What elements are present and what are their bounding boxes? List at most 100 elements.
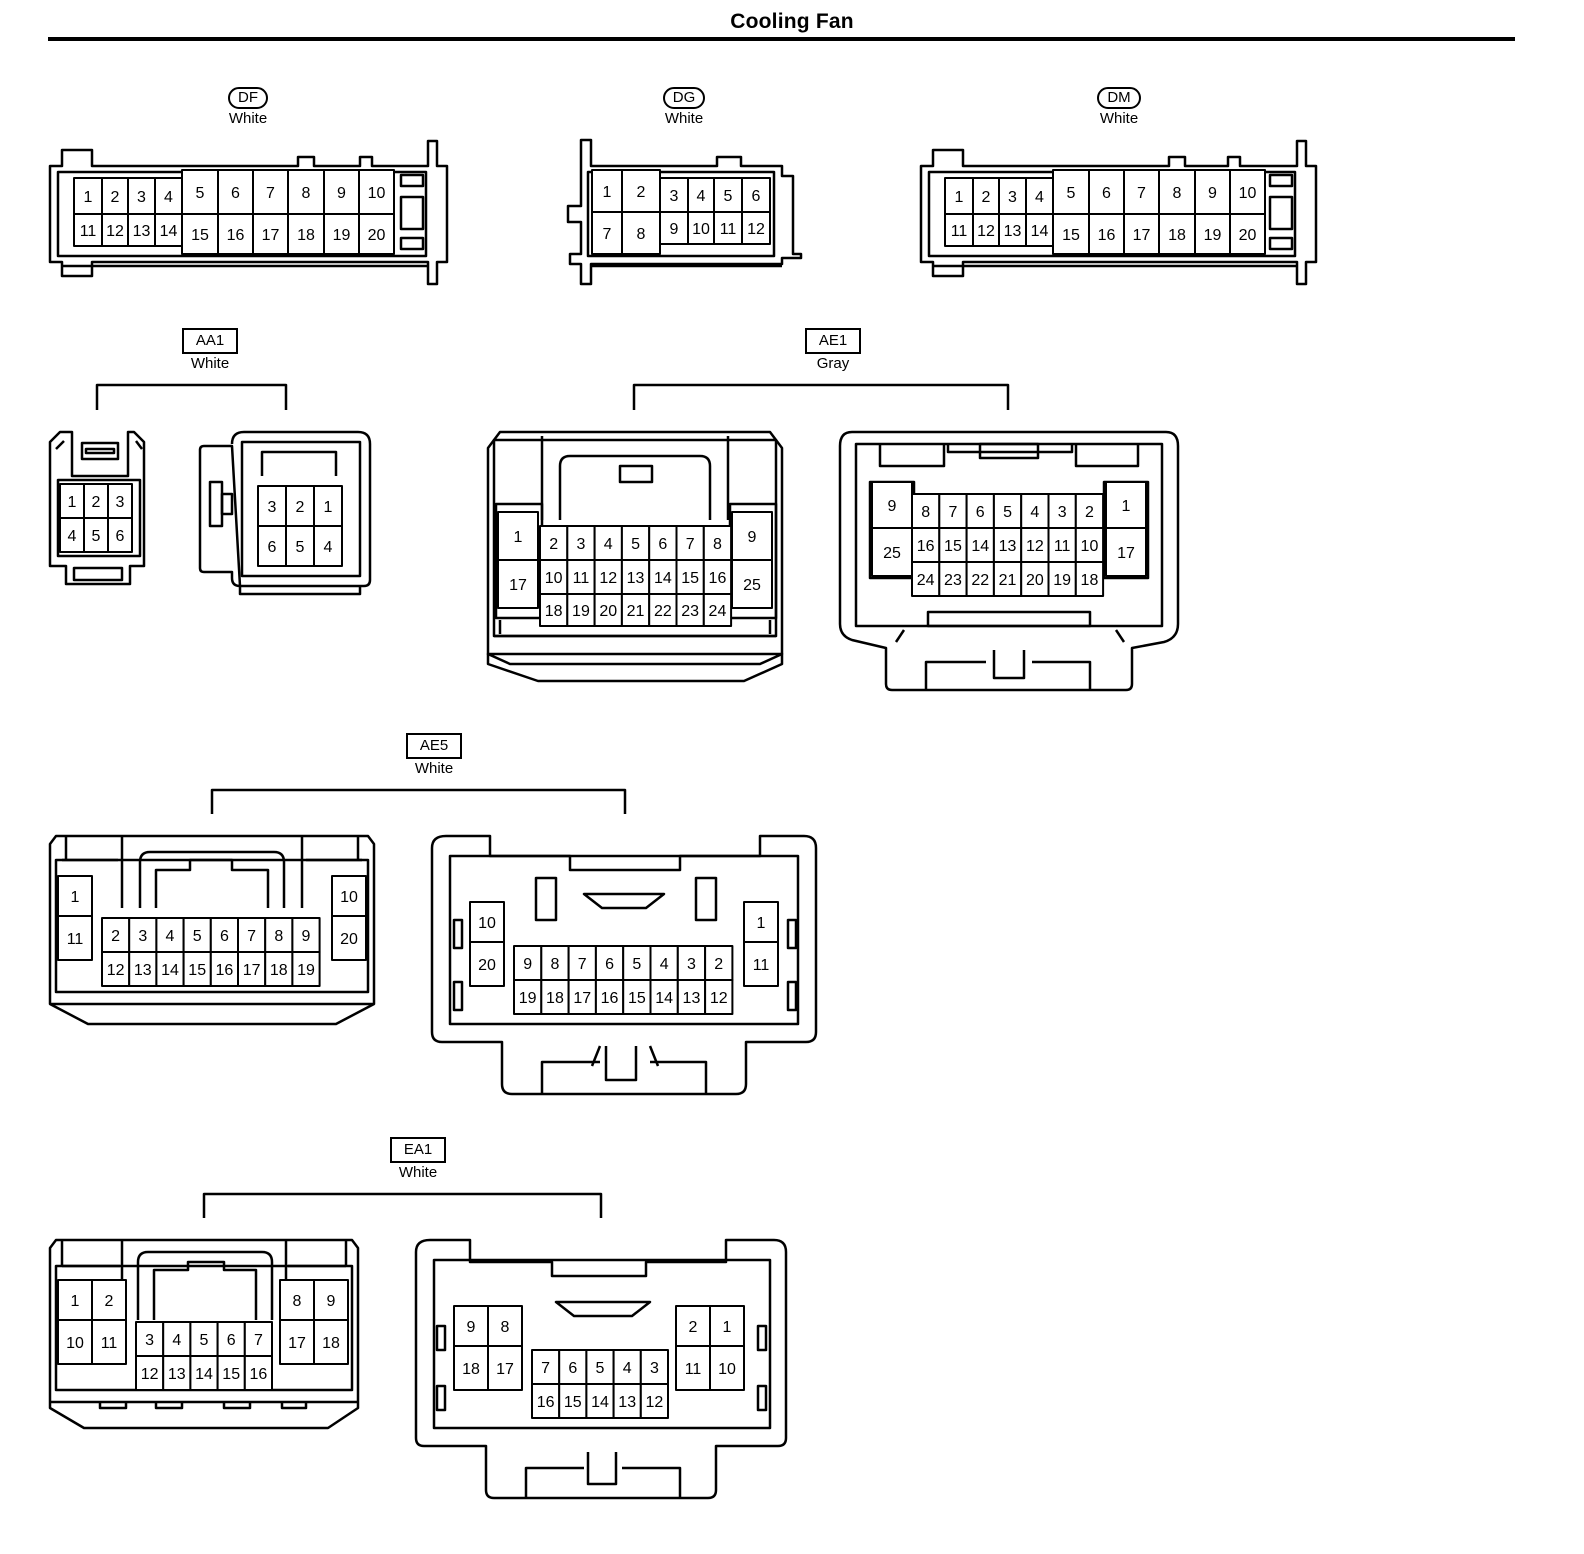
- ae1-female-pin-6: 6: [648, 525, 678, 561]
- ae5-male-pin-5: 5: [622, 945, 652, 981]
- ae5-female-pin-13: 13: [128, 951, 158, 987]
- ae5-female-pin-7: 7: [237, 917, 267, 953]
- svg-text:7: 7: [541, 1360, 550, 1377]
- svg-text:1: 1: [1122, 498, 1131, 515]
- svg-text:11: 11: [951, 223, 968, 240]
- svg-text:19: 19: [1053, 572, 1071, 589]
- ae1-male-pin-18: 18: [1074, 561, 1105, 597]
- svg-text:16: 16: [227, 227, 245, 244]
- ea1-male-pin-9: 9: [453, 1305, 489, 1347]
- df-pin-15: 15: [181, 213, 219, 255]
- ae1-male-pin-21: 21: [992, 561, 1023, 597]
- df-pin-14: 14: [154, 213, 183, 247]
- svg-text:4: 4: [604, 536, 613, 553]
- svg-text:2: 2: [105, 1293, 114, 1310]
- svg-text:18: 18: [1081, 572, 1099, 589]
- ae1-female-pin-13: 13: [620, 559, 651, 595]
- ae5-male-pin-14: 14: [649, 979, 679, 1015]
- header-aa1: AA1 White: [170, 328, 250, 372]
- bracket-aa1: [95, 383, 288, 410]
- svg-text:17: 17: [1117, 545, 1135, 562]
- svg-text:5: 5: [193, 928, 202, 945]
- svg-text:5: 5: [296, 539, 305, 556]
- ae5-male-pin-10: 10: [469, 901, 505, 943]
- svg-text:16: 16: [601, 990, 619, 1007]
- dg-pin-6: 6: [741, 177, 771, 213]
- svg-text:6: 6: [1102, 185, 1111, 202]
- ae1-male-pin-13: 13: [992, 527, 1023, 563]
- connector-code-dg: DG: [662, 87, 706, 109]
- ea1-female-pin-1: 1: [57, 1279, 93, 1321]
- svg-text:6: 6: [976, 504, 985, 521]
- svg-text:3: 3: [268, 499, 277, 516]
- header-ea1: EA1 White: [378, 1137, 458, 1181]
- aa1-female-pin-2: 2: [285, 485, 315, 527]
- ea1-male-pin-8: 8: [487, 1305, 523, 1347]
- svg-text:4: 4: [68, 528, 77, 545]
- svg-text:21: 21: [999, 572, 1017, 589]
- ea1-female-pin-11: 11: [91, 1319, 127, 1365]
- svg-text:12: 12: [710, 990, 728, 1007]
- svg-text:3: 3: [576, 536, 585, 553]
- svg-text:13: 13: [1004, 223, 1022, 240]
- svg-text:3: 3: [145, 1332, 154, 1349]
- svg-text:14: 14: [591, 1394, 609, 1411]
- ae5-male-pin-4: 4: [649, 945, 679, 981]
- df-pin-11: 11: [73, 213, 103, 247]
- dm-pin-16: 16: [1088, 213, 1125, 255]
- svg-text:20: 20: [340, 931, 358, 948]
- svg-text:9: 9: [327, 1293, 336, 1310]
- dm-pin-11: 11: [944, 213, 974, 247]
- ea1-female-pin-4: 4: [162, 1321, 192, 1357]
- svg-text:15: 15: [191, 227, 209, 244]
- svg-text:4: 4: [1030, 504, 1039, 521]
- ae1-male-pin-20: 20: [1020, 561, 1050, 597]
- svg-text:12: 12: [646, 1394, 664, 1411]
- svg-text:10: 10: [1239, 185, 1257, 202]
- ea1-male-pin-6: 6: [558, 1349, 588, 1385]
- svg-text:8: 8: [302, 185, 311, 202]
- dg-pin-12: 12: [741, 211, 771, 245]
- dg-pin-1: 1: [591, 169, 623, 213]
- ae1-female-pin-21: 21: [620, 593, 651, 627]
- ae1-male-pin-24: 24: [911, 561, 941, 597]
- connector-code-df: DF: [228, 87, 268, 109]
- ae5-male-pin-9: 9: [513, 945, 543, 981]
- svg-text:4: 4: [166, 928, 175, 945]
- aa1-female-pin-1: 1: [313, 485, 343, 527]
- svg-text:11: 11: [685, 1361, 702, 1378]
- svg-text:23: 23: [944, 572, 962, 589]
- svg-text:6: 6: [227, 1332, 236, 1349]
- svg-text:2: 2: [689, 1319, 698, 1336]
- ea1-female-pin-14: 14: [189, 1355, 219, 1391]
- svg-text:5: 5: [724, 188, 733, 205]
- svg-text:22: 22: [971, 572, 989, 589]
- ea1-male-pin-7: 7: [531, 1349, 561, 1385]
- df-pin-17: 17: [252, 213, 289, 255]
- df-pin-2: 2: [101, 177, 129, 215]
- ea1-female-pin-8: 8: [279, 1279, 315, 1321]
- svg-text:10: 10: [692, 221, 710, 238]
- ae5-male-pin-15: 15: [622, 979, 652, 1015]
- svg-text:11: 11: [573, 570, 590, 587]
- ae1-female-pin-15: 15: [675, 559, 705, 595]
- svg-text:8: 8: [1173, 185, 1182, 202]
- ea1-male-pin-12: 12: [639, 1383, 669, 1419]
- dm-pin-7: 7: [1123, 169, 1160, 215]
- dm-pin-8: 8: [1158, 169, 1196, 215]
- svg-text:12: 12: [599, 570, 617, 587]
- dm-pin-20: 20: [1229, 213, 1266, 255]
- ae5-female-pin-12: 12: [101, 951, 131, 987]
- svg-text:10: 10: [66, 1335, 84, 1352]
- svg-text:8: 8: [713, 536, 722, 553]
- svg-text:12: 12: [1026, 538, 1044, 555]
- svg-text:6: 6: [752, 188, 761, 205]
- ae5-female-pin-5: 5: [182, 917, 212, 953]
- svg-text:12: 12: [107, 962, 125, 979]
- svg-text:11: 11: [720, 221, 737, 238]
- svg-text:7: 7: [266, 185, 275, 202]
- svg-text:18: 18: [297, 227, 315, 244]
- svg-text:19: 19: [333, 227, 351, 244]
- svg-text:14: 14: [161, 962, 179, 979]
- header-ae1: AE1 Gray: [793, 328, 873, 372]
